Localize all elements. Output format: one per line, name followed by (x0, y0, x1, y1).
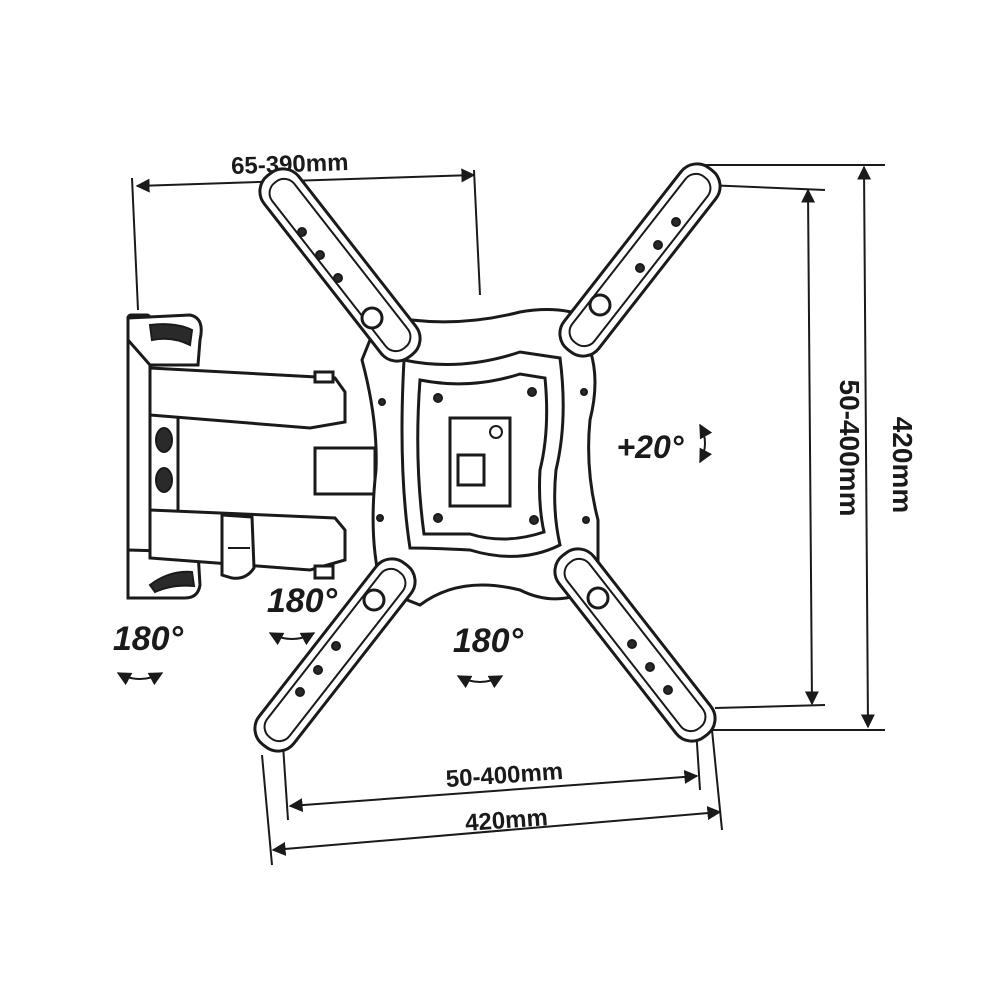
wall-plate-hinge (148, 398, 180, 522)
plate-swivel-callout: 180° (453, 622, 524, 689)
vesa-arm-inner (268, 177, 412, 353)
extension-right-extension-line (473, 169, 481, 296)
vertical-vesa-dimension-line (801, 188, 819, 706)
vesa-arm-inner (568, 172, 712, 348)
arm-center-joint (313, 446, 377, 496)
vesa-arm-hole (671, 217, 681, 227)
vesa-left-extension-line (282, 744, 289, 821)
vesa-arm-inner (563, 557, 707, 733)
plate-hole (378, 398, 386, 406)
plate-swivel-arrow-icon (456, 675, 504, 689)
wall-swivel-callout: 180° (113, 620, 184, 686)
wall-plate-slot (155, 467, 173, 493)
vesa-arm-bolt (588, 293, 612, 317)
plate-hole (376, 514, 384, 522)
vesa-arm-top-right (558, 162, 722, 358)
articulating-arm (148, 366, 377, 580)
plate-hole (433, 513, 443, 523)
vesa-bottom-extension-line (714, 704, 826, 709)
arm-swivel-label: 180° (267, 582, 338, 620)
plate-hole (433, 393, 443, 403)
horizontal-max-label: 420mm (464, 804, 548, 837)
tilt-callout: +20° (616, 423, 713, 465)
wall-swivel-label: 180° (113, 620, 184, 658)
lower-arm-clamp (220, 513, 256, 580)
extension-left-extension-line (131, 177, 139, 311)
vesa-arm-hole (333, 273, 343, 283)
vertical-max-label: 420mm (887, 417, 918, 514)
arm-pivot-bottom (313, 564, 335, 580)
vesa-arm-bottom-right (553, 547, 717, 743)
vesa-arm-hole (297, 227, 307, 237)
tilt-label: +20° (616, 429, 683, 465)
extension-dimension-line (135, 168, 476, 193)
horizontal-max-dimension-line (271, 806, 722, 856)
vesa-arm-bottom-left (253, 557, 417, 753)
vesa-arm-hole (635, 263, 645, 273)
vesa-arm-top-left (258, 167, 422, 363)
vesa-arm-hole (315, 250, 325, 260)
vesa-arm-hole (645, 662, 655, 672)
arm-swivel-callout: 180° (267, 582, 338, 646)
vesa-arm-bolt (362, 588, 386, 612)
plate-hole (582, 516, 590, 524)
vertical-vesa-label: 50-400mm (834, 380, 865, 517)
upper-arm (148, 366, 347, 430)
wall-plate (126, 313, 203, 600)
tilt-arrow-icon (699, 423, 713, 464)
wall-plate-top-hole (148, 323, 194, 347)
vesa-arm-inner (263, 567, 407, 743)
max-right-extension-line (711, 729, 723, 831)
vesa-arm-hole (627, 639, 637, 649)
vesa-arm-hole (313, 665, 323, 675)
vesa-arm-body (558, 162, 722, 358)
arm-pivot-top (313, 370, 335, 384)
tilt-knob (489, 425, 503, 439)
vesa-arm-hole (663, 685, 673, 695)
arm-swivel-arrow-icon (268, 632, 316, 646)
plate-swivel-label: 180° (453, 622, 524, 660)
mounting-plate (360, 308, 600, 607)
vesa-arm-body (258, 167, 422, 363)
vertical-dimensions: 50-400mm 420mm (704, 164, 918, 731)
horizontal-dimensions: 50-400mm 420mm (261, 727, 723, 866)
tilt-bracket-tab (456, 453, 486, 487)
horizontal-vesa-dimension-line (288, 769, 699, 813)
vertical-max-dimension-line (857, 165, 875, 729)
wall-plate-slot (155, 427, 173, 453)
vesa-arm-bolt (360, 306, 384, 330)
vesa-arm-bolt (586, 586, 610, 610)
plate-hole (527, 387, 537, 397)
wall-plate-bottom-hole (148, 570, 196, 594)
plate-hole (580, 388, 588, 396)
vesa-arm-hole (653, 240, 663, 250)
wall-swivel-arrow-icon (116, 672, 164, 686)
plate-hole (529, 515, 539, 525)
vesa-arm-hole (295, 687, 305, 697)
vesa-top-extension-line (704, 184, 826, 191)
max-left-extension-line (261, 754, 273, 866)
arm-extension-dimension: 65-390mm (131, 149, 481, 311)
vesa-arm-hole (331, 641, 341, 651)
